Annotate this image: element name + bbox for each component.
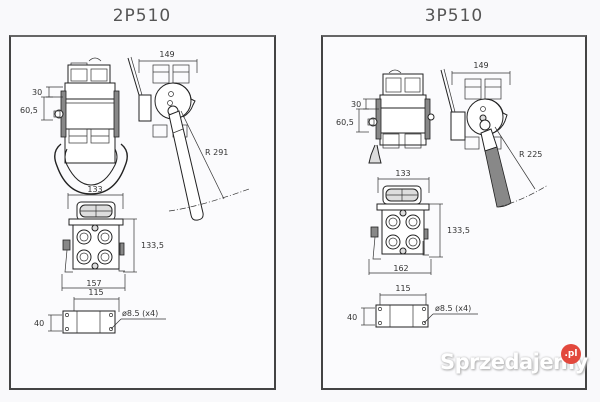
dim-base-40: 40 xyxy=(34,319,44,328)
dim-side-149: 149 xyxy=(159,50,174,59)
dim-top-162: 162 xyxy=(393,264,408,273)
model-title-3p510: 3P510 xyxy=(424,6,484,26)
side-view: 149 R 291 xyxy=(127,50,250,221)
dim-side-radius: R 225 xyxy=(519,150,542,159)
dim-side-149: 149 xyxy=(473,61,488,70)
dim-front-60-5: 60,5 xyxy=(20,106,38,115)
technical-drawing-2p510: 30 60,5 149 xyxy=(20,50,250,334)
front-view: 30 60,5 xyxy=(20,57,128,195)
front-view: 30 60,5 xyxy=(336,69,435,164)
dim-base-40: 40 xyxy=(347,313,357,322)
dim-base-hole: ø8.5 (x4) xyxy=(122,309,158,318)
dim-front-30: 30 xyxy=(351,100,361,109)
watermark-badge: .pl xyxy=(561,344,581,364)
dim-top-133-5: 133,5 xyxy=(447,226,470,235)
dim-top-133-5: 133,5 xyxy=(141,241,164,250)
dim-top-133: 133 xyxy=(395,169,410,178)
dim-top-157: 157 xyxy=(86,279,101,288)
model-title-2p510: 2P510 xyxy=(112,6,172,26)
dim-base-115: 115 xyxy=(395,284,410,293)
dim-front-60-5: 60,5 xyxy=(336,118,354,127)
side-view: 149 R 225 xyxy=(440,61,549,208)
drawing-panel-2p510: 30 60,5 149 xyxy=(9,35,276,390)
dim-base-hole: ø8.5 (x4) xyxy=(435,304,471,313)
dim-base-115: 115 xyxy=(88,288,103,297)
dim-side-radius: R 291 xyxy=(205,148,228,157)
technical-drawing-3p510: 30 60,5 149 xyxy=(336,61,549,328)
top-view: 133 133,5 162 xyxy=(368,169,470,275)
drawing-panel-3p510: 30 60,5 149 xyxy=(321,35,587,390)
base-view: 115 40 ø8.5 (x4) xyxy=(34,288,166,334)
top-view: 133 133,5 157 xyxy=(61,185,164,291)
dim-front-30: 30 xyxy=(32,88,42,97)
base-view: 115 40 ø8.5 (x4) xyxy=(347,284,478,328)
dim-top-133: 133 xyxy=(87,185,102,194)
